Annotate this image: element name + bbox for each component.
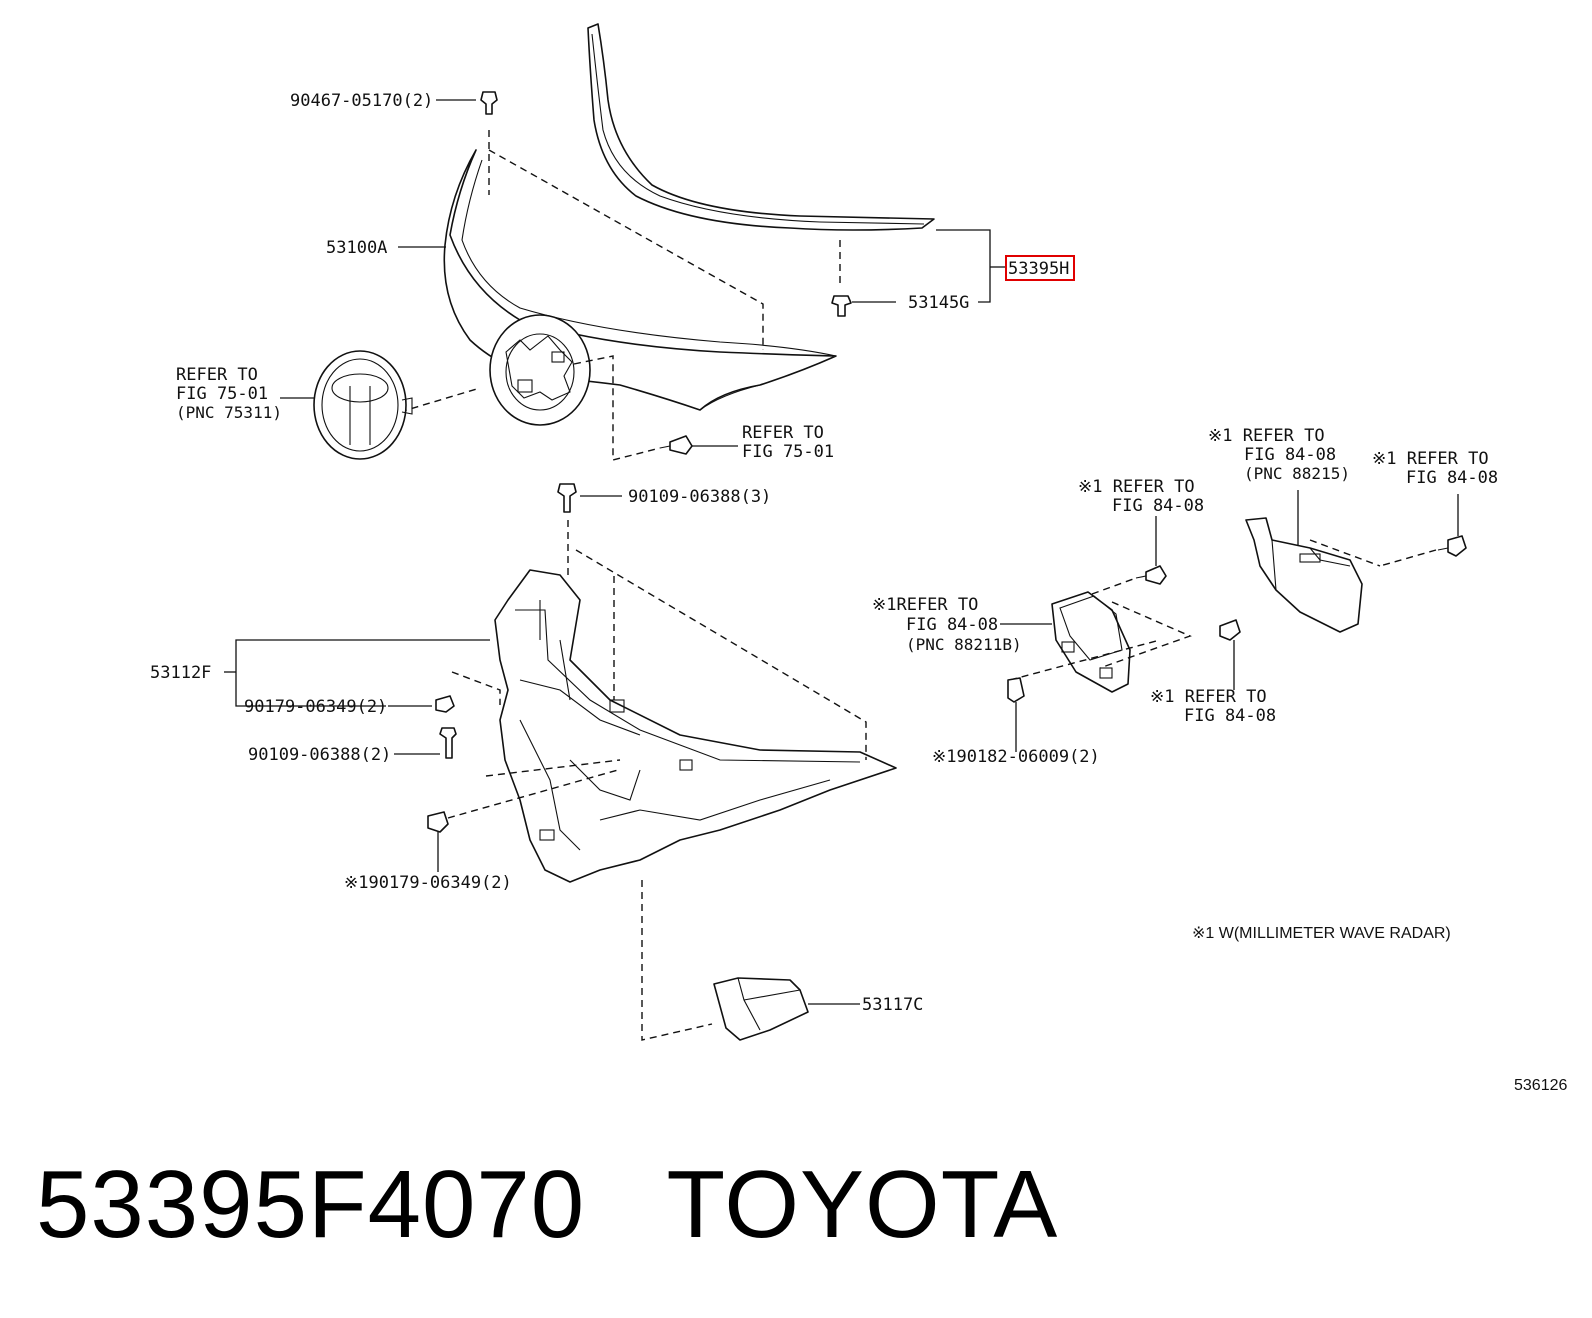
emblem[interactable]: [280, 350, 413, 460]
bolt-90467[interactable]: [436, 91, 498, 115]
label-support-53112f: 53112F: [150, 663, 211, 683]
label-emblem-refer-3: (PNC 75311): [176, 403, 282, 422]
highlight-box: [1005, 255, 1075, 281]
nut-90179-bottom[interactable]: [427, 811, 449, 872]
label-bolt-90109-top: 90109-06388(3): [628, 487, 771, 507]
radar-nut[interactable]: [1219, 619, 1241, 690]
label-radar-screw-refer-1: ※1 REFER TO: [1078, 477, 1195, 497]
title-spacer: [585, 1151, 666, 1258]
label-clip-53145g: 53145G: [908, 293, 969, 313]
label-emblem-refer-2: FIG 75-01: [176, 384, 268, 404]
bracket-bolt[interactable]: [1437, 494, 1467, 557]
clip-53145g[interactable]: [831, 295, 896, 317]
air-duct[interactable]: [713, 977, 860, 1041]
grommet[interactable]: [1007, 677, 1025, 752]
label-53395h[interactable]: 53395H: [1008, 259, 1069, 279]
label-bracket-refer-2: FIG 84-08: [1244, 445, 1336, 465]
label-emblem-refer-1: REFER TO: [176, 365, 258, 385]
label-radar-nut-refer-2: FIG 84-08: [1184, 706, 1276, 726]
footnote-radar: ※1 W(MILLIMETER WAVE RADAR): [1192, 925, 1451, 942]
label-radar-refer-2: FIG 84-08: [906, 615, 998, 635]
brand-name: TOYOTA: [666, 1151, 1059, 1258]
bolt-90109-top[interactable]: [557, 483, 622, 513]
label-radar-refer-1: ※1REFER TO: [872, 595, 978, 615]
hood-seal-strip[interactable]: [587, 23, 935, 231]
hood-panel[interactable]: [443, 149, 837, 426]
radar-screw[interactable]: [1135, 516, 1167, 585]
label-bolt-90467: 90467-05170(2): [290, 91, 433, 111]
part-title: 53395F4070 TOYOTA: [36, 1150, 1058, 1260]
nut-90179-left[interactable]: [388, 695, 455, 713]
label-bracket-bolt-refer-1: ※1 REFER TO: [1372, 449, 1489, 469]
label-grommet: ※190182-06009(2): [932, 747, 1100, 767]
label-duct-53117c: 53117C: [862, 995, 923, 1015]
label-screw-refer-1: REFER TO: [742, 423, 824, 443]
figure-id: 536126: [1514, 1077, 1567, 1094]
radiator-support[interactable]: [494, 569, 897, 883]
label-hood-53100a: 53100A: [326, 238, 387, 258]
label-bracket-refer-1: ※1 REFER TO: [1208, 426, 1325, 446]
screw-emblem[interactable]: [659, 435, 738, 455]
label-screw-refer-2: FIG 75-01: [742, 442, 834, 462]
bolt-90109-left[interactable]: [394, 727, 457, 759]
part-number: 53395F4070: [36, 1151, 586, 1258]
radar-sensor[interactable]: [1000, 591, 1131, 693]
label-nut-bottom: ※190179-06349(2): [344, 873, 512, 893]
label-radar-screw-refer-2: FIG 84-08: [1112, 496, 1204, 516]
radar-bracket[interactable]: [1245, 490, 1363, 633]
label-bracket-bolt-refer-2: FIG 84-08: [1406, 468, 1498, 488]
label-nut-left: 90179-06349(2): [244, 697, 387, 717]
label-bolt-left: 90109-06388(2): [248, 745, 391, 765]
label-radar-nut-refer-1: ※1 REFER TO: [1150, 687, 1267, 707]
label-bracket-refer-3: (PNC 88215): [1244, 464, 1350, 483]
label-radar-refer-3: (PNC 88211B): [906, 635, 1022, 654]
